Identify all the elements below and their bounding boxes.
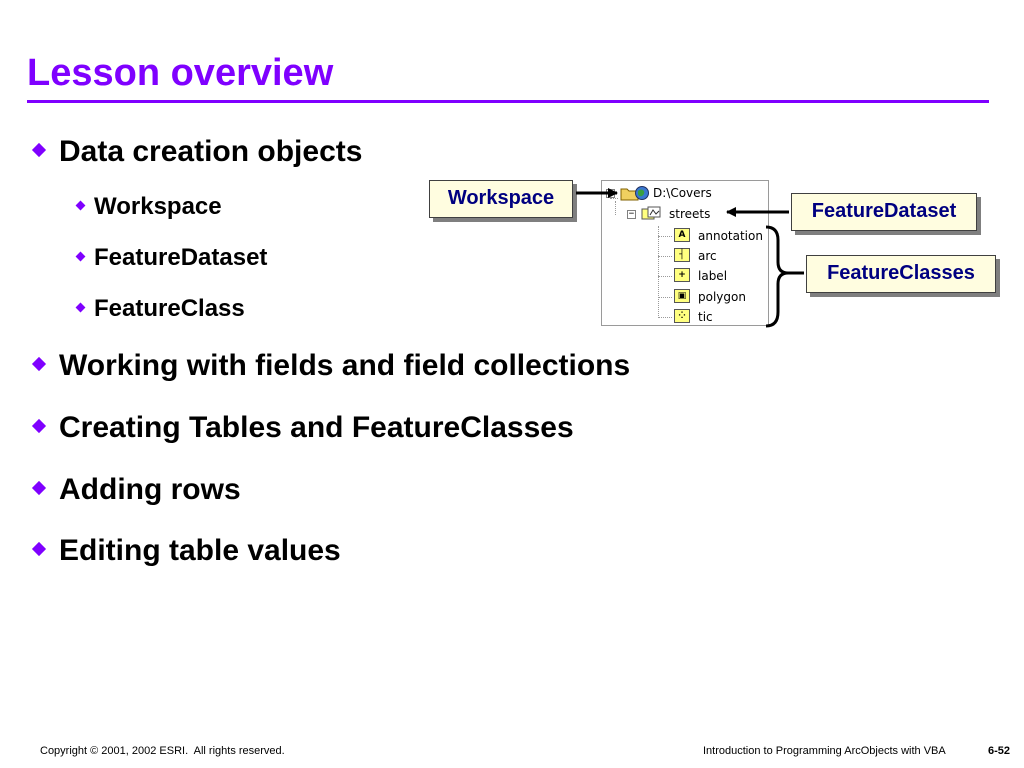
bullet-text: Workspace <box>94 193 222 220</box>
bullet-adding: Adding rows <box>30 472 241 508</box>
footer-course-title: Introduction to Programming ArcObjects w… <box>703 745 946 757</box>
tree-connector <box>658 276 672 277</box>
tree-label-class: polygon <box>698 290 746 304</box>
folder-globe-icon <box>620 186 649 201</box>
tree-connector <box>658 236 672 237</box>
tree-node-featureclass[interactable]: + label <box>674 267 769 285</box>
tree-label-root: D:\Covers <box>653 186 712 200</box>
callout-featuredataset: FeatureDataset <box>791 193 977 231</box>
callout-featureclasses: FeatureClasses <box>806 255 996 293</box>
bullet-data-creation: Data creation objects <box>30 134 362 170</box>
callout-workspace: Workspace <box>429 180 573 218</box>
tree-connector <box>658 256 672 257</box>
featureclasses-brace <box>765 225 789 328</box>
bullet-creating: Creating Tables and FeatureClasses <box>30 410 574 446</box>
tree-label-class: arc <box>698 249 717 263</box>
tree-connector <box>658 297 672 298</box>
subbullet-featuredataset: FeatureDataset <box>75 243 267 273</box>
subbullet-featureclass: FeatureClass <box>75 294 245 324</box>
bullet-text: FeatureClass <box>94 295 245 322</box>
tree-node-dataset[interactable]: − streets <box>627 205 767 223</box>
tree-connector <box>610 198 618 199</box>
catalog-tree: − D:\Covers − streets A annotation ┤ arc… <box>601 180 769 326</box>
tree-connector <box>658 317 672 318</box>
tree-connector <box>615 201 616 215</box>
tree-label-dataset: streets <box>669 207 711 221</box>
tree-node-featureclass[interactable]: ▣ polygon <box>674 288 769 306</box>
feature-dataset-icon <box>641 206 661 220</box>
annotation-icon: A <box>674 228 690 242</box>
tic-icon: ⁘ <box>674 309 690 323</box>
tree-node-featureclass[interactable]: A annotation <box>674 227 769 245</box>
bullet-text: Creating Tables and FeatureClasses <box>59 411 574 444</box>
bullet-text: Data creation objects <box>59 135 363 168</box>
bullet-fields: Working with fields and field collection… <box>30 348 630 384</box>
tree-node-featureclass[interactable]: ┤ arc <box>674 247 769 265</box>
bullet-text: FeatureDataset <box>94 244 268 271</box>
label-icon: + <box>674 268 690 282</box>
tree-label-class: tic <box>698 310 713 324</box>
title-underline <box>27 100 989 103</box>
polygon-icon: ▣ <box>674 289 690 303</box>
arc-icon: ┤ <box>674 248 690 262</box>
bullet-editing: Editing table values <box>30 533 341 569</box>
tree-label-class: annotation <box>698 229 763 243</box>
tree-connector <box>658 226 659 318</box>
tree-node-featureclass[interactable]: ⁘ tic <box>674 308 769 326</box>
bullet-text: Editing table values <box>59 534 341 567</box>
bullet-text: Working with fields and field collection… <box>59 349 631 382</box>
bullet-text: Adding rows <box>59 473 241 506</box>
collapse-icon[interactable]: − <box>627 209 636 219</box>
slide-title: Lesson overview <box>27 52 334 94</box>
page-number: 6-52 <box>988 745 1011 757</box>
footer-copyright: Copyright © 2001, 2002 ESRI. All rights … <box>40 745 285 757</box>
subbullet-workspace: Workspace <box>75 192 222 222</box>
tree-label-class: label <box>698 269 728 283</box>
